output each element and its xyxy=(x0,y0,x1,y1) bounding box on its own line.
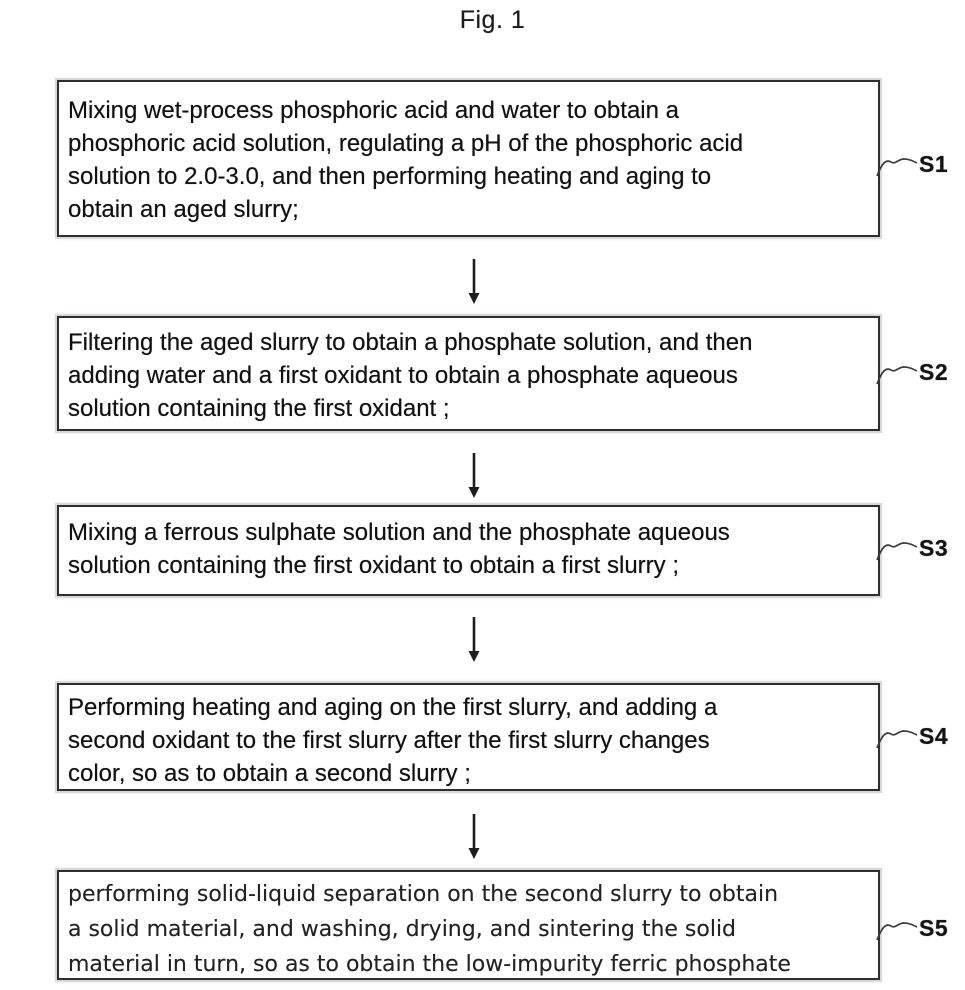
reference-squiggle-icon xyxy=(876,366,918,385)
step-reference-s2: S2 xyxy=(876,358,948,386)
step-label: S2 xyxy=(919,358,949,385)
reference-squiggle-icon xyxy=(876,922,918,941)
step-box-s5: performing solid-liquid separation on th… xyxy=(57,870,880,980)
step-text-line: Filtering the aged slurry to obtain a ph… xyxy=(68,329,753,356)
step-text-line: phosphoric acid solution, regulating a p… xyxy=(68,130,744,157)
step-reference-s1: S1 xyxy=(876,150,948,178)
step-text-line: Mixing wet-process phosphoric acid and w… xyxy=(68,97,679,124)
figure-title: Fig. 1 xyxy=(459,6,526,34)
step-text-line: second oxidant to the first slurry after… xyxy=(68,727,710,754)
step-reference-s4: S4 xyxy=(876,722,948,750)
step-text-line: material in turn, so as to obtain the lo… xyxy=(68,952,791,977)
step-text-line: solution containing the first oxidant ; xyxy=(68,395,450,422)
step-text-line: performing solid-liquid separation on th… xyxy=(68,882,779,907)
step-label: S5 xyxy=(919,914,949,941)
reference-squiggle-icon xyxy=(876,730,918,749)
step-label: S3 xyxy=(919,534,949,561)
reference-squiggle-icon xyxy=(876,158,918,177)
step-label: S1 xyxy=(919,150,949,177)
step-text-line: a solid material, and washing, drying, a… xyxy=(68,917,737,942)
step-label: S4 xyxy=(919,722,949,749)
arrow-down-icon xyxy=(468,453,480,498)
step-reference-s3: S3 xyxy=(876,534,948,562)
step-text-line: solution containing the first oxidant to… xyxy=(68,552,679,579)
step-box-s2: Filtering the aged slurry to obtain a ph… xyxy=(57,316,880,431)
step-box-s3: Mixing a ferrous sulphate solution and t… xyxy=(57,505,880,596)
step-text-line: color, so as to obtain a second slurry ; xyxy=(68,760,471,787)
arrow-down-icon xyxy=(468,259,480,304)
arrow-down-icon xyxy=(468,814,480,859)
step-text-line: adding water and a first oxidant to obta… xyxy=(68,362,738,389)
step-text-line: solution to 2.0-3.0, and then performing… xyxy=(68,163,712,190)
step-text-line: Mixing a ferrous sulphate solution and t… xyxy=(68,519,730,546)
step-box-s4: Performing heating and aging on the firs… xyxy=(57,683,880,791)
reference-squiggle-icon xyxy=(876,542,918,561)
step-box-s1: Mixing wet-process phosphoric acid and w… xyxy=(57,80,880,237)
step-text-line: obtain an aged slurry; xyxy=(68,196,299,223)
step-text-line: Performing heating and aging on the firs… xyxy=(68,694,718,721)
arrow-down-icon xyxy=(468,617,480,662)
step-reference-s5: S5 xyxy=(876,914,948,942)
